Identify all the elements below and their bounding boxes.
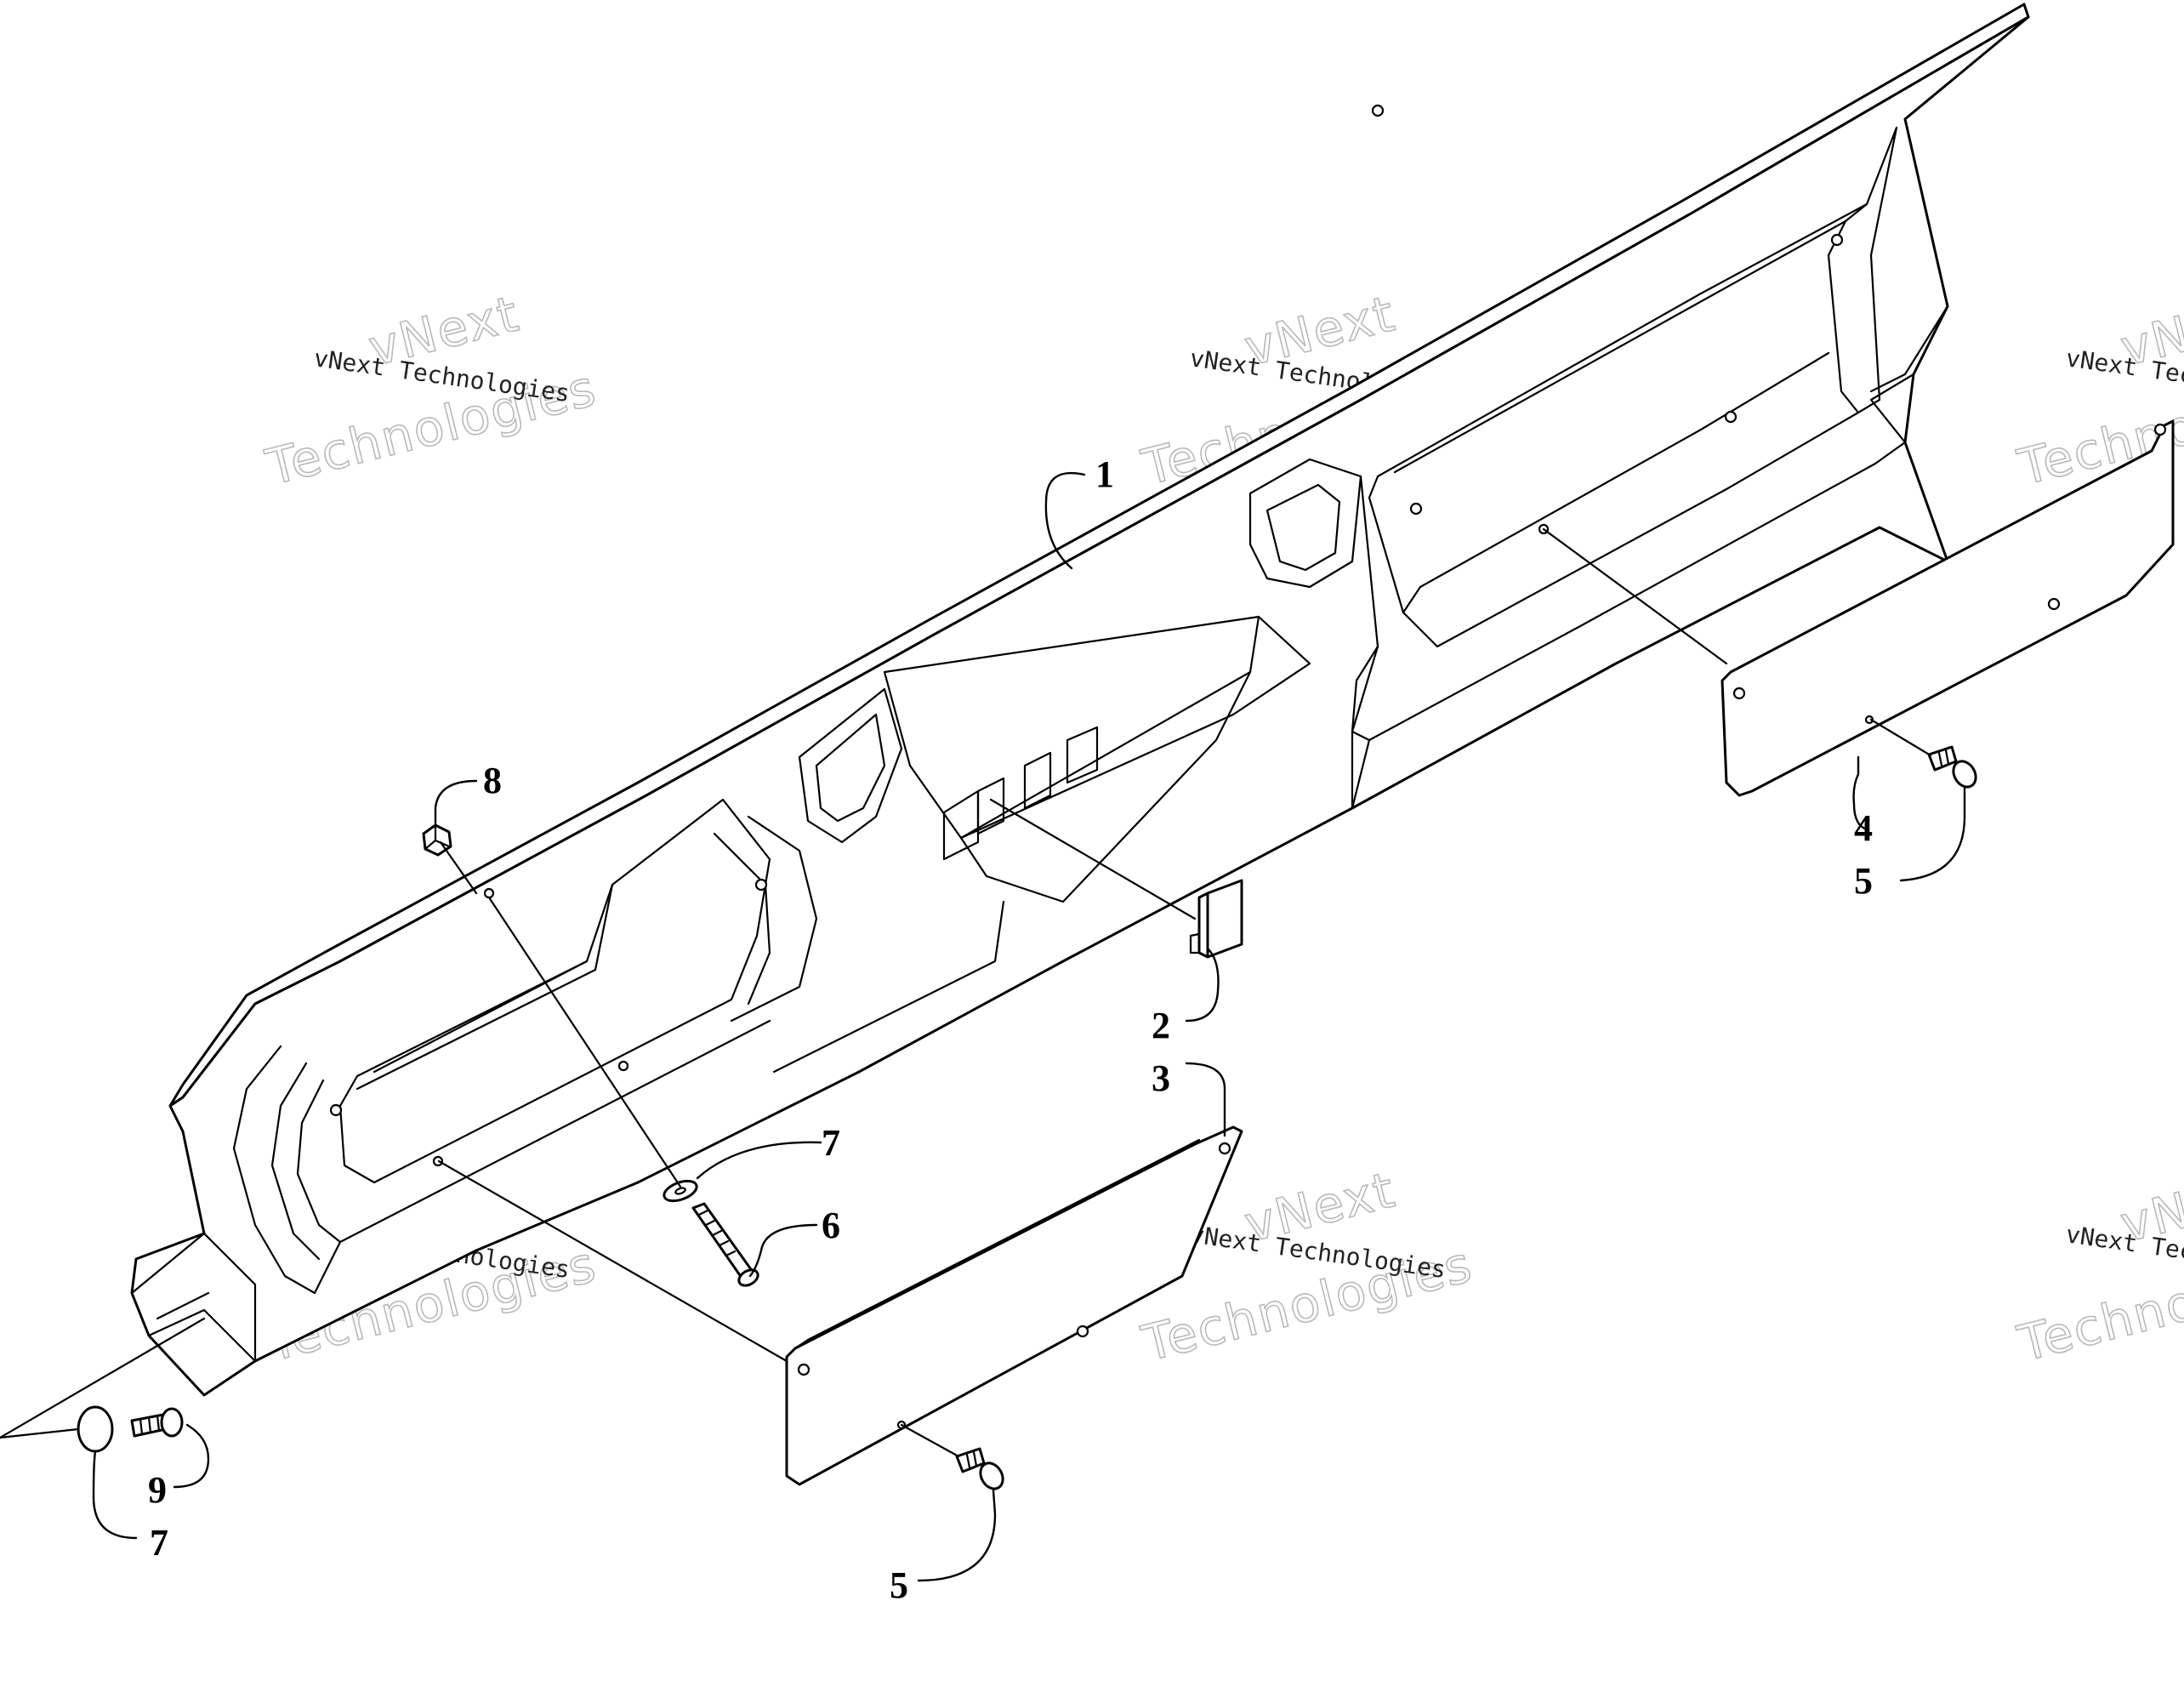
- explosion-lines: [0, 527, 1932, 1458]
- part-5-rivet-upper: [1927, 745, 1977, 789]
- callout-numbers: 1 2 3 4 5 5 6 7 7 8 9: [148, 453, 1873, 1606]
- part-4-upper-panel: [1720, 419, 2175, 797]
- watermark-top-left: vNext Technologies vNext Technologies: [259, 283, 603, 497]
- callout-5-lower: 5: [890, 1564, 908, 1606]
- part-1-bumper-body: [130, 3, 2030, 1397]
- watermark-bottom-right: vNext Technologies vNext Technologies: [2011, 1159, 2184, 1373]
- callout-8: 8: [483, 760, 502, 801]
- callout-5-upper: 5: [1854, 860, 1873, 902]
- callout-leaders: [92, 471, 1966, 1582]
- callout-9: 9: [148, 1469, 167, 1511]
- callout-4: 4: [1854, 807, 1873, 849]
- callout-1: 1: [1095, 453, 1114, 495]
- part-3-lower-panel: [785, 1125, 1243, 1486]
- callout-2: 2: [1152, 1005, 1170, 1046]
- callout-7-lower: 7: [150, 1522, 168, 1564]
- part-7-washer-lower: [77, 1405, 114, 1453]
- part-5-rivet-lower: [955, 1447, 1004, 1490]
- part-2-switch-plug: [1189, 879, 1243, 959]
- callout-3: 3: [1152, 1057, 1170, 1099]
- callout-6: 6: [822, 1205, 840, 1246]
- part-7-washer-upper: [663, 1179, 698, 1203]
- callout-7-upper: 7: [822, 1122, 840, 1164]
- part-9-screw: [130, 1407, 184, 1438]
